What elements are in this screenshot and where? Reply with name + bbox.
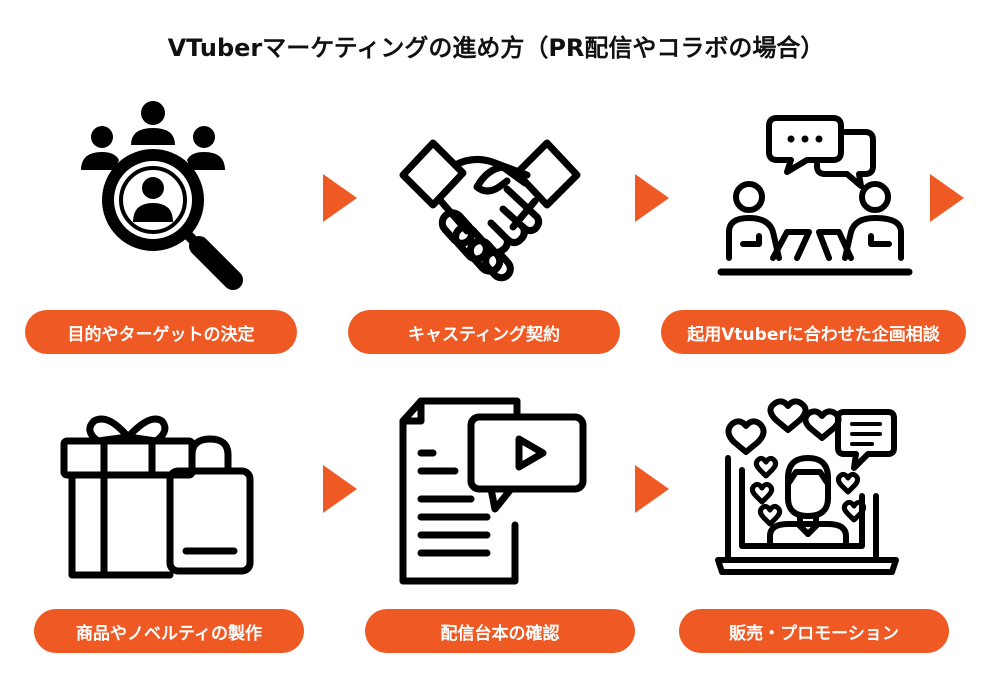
arrow-right-icon	[930, 174, 964, 222]
people-magnifier-icon	[75, 100, 250, 290]
gift-bag-icon	[58, 405, 258, 585]
step-label-script-check: 配信台本の確認	[365, 609, 635, 653]
arrow-right-icon	[323, 174, 357, 222]
step-label-casting: キャスティング契約	[348, 310, 620, 354]
script-video-icon	[395, 393, 595, 593]
diagram-title: VTuberマーケティングの進め方（PR配信やコラボの場合）	[167, 34, 825, 62]
step-label-planning: 起用Vtuberに合わせた企画相談	[661, 310, 966, 354]
arrow-right-icon	[635, 465, 669, 513]
step-label-target: 目的やターゲットの決定	[25, 310, 297, 354]
streamer-hearts-icon	[712, 398, 902, 583]
step-label-production: 商品やノベルティの製作	[34, 609, 304, 653]
handshake-icon	[395, 135, 585, 285]
arrow-right-icon	[323, 465, 357, 513]
step-label-promotion: 販売・プロモーション	[679, 609, 949, 653]
arrow-right-icon	[635, 174, 669, 222]
meeting-chat-icon	[715, 112, 915, 282]
